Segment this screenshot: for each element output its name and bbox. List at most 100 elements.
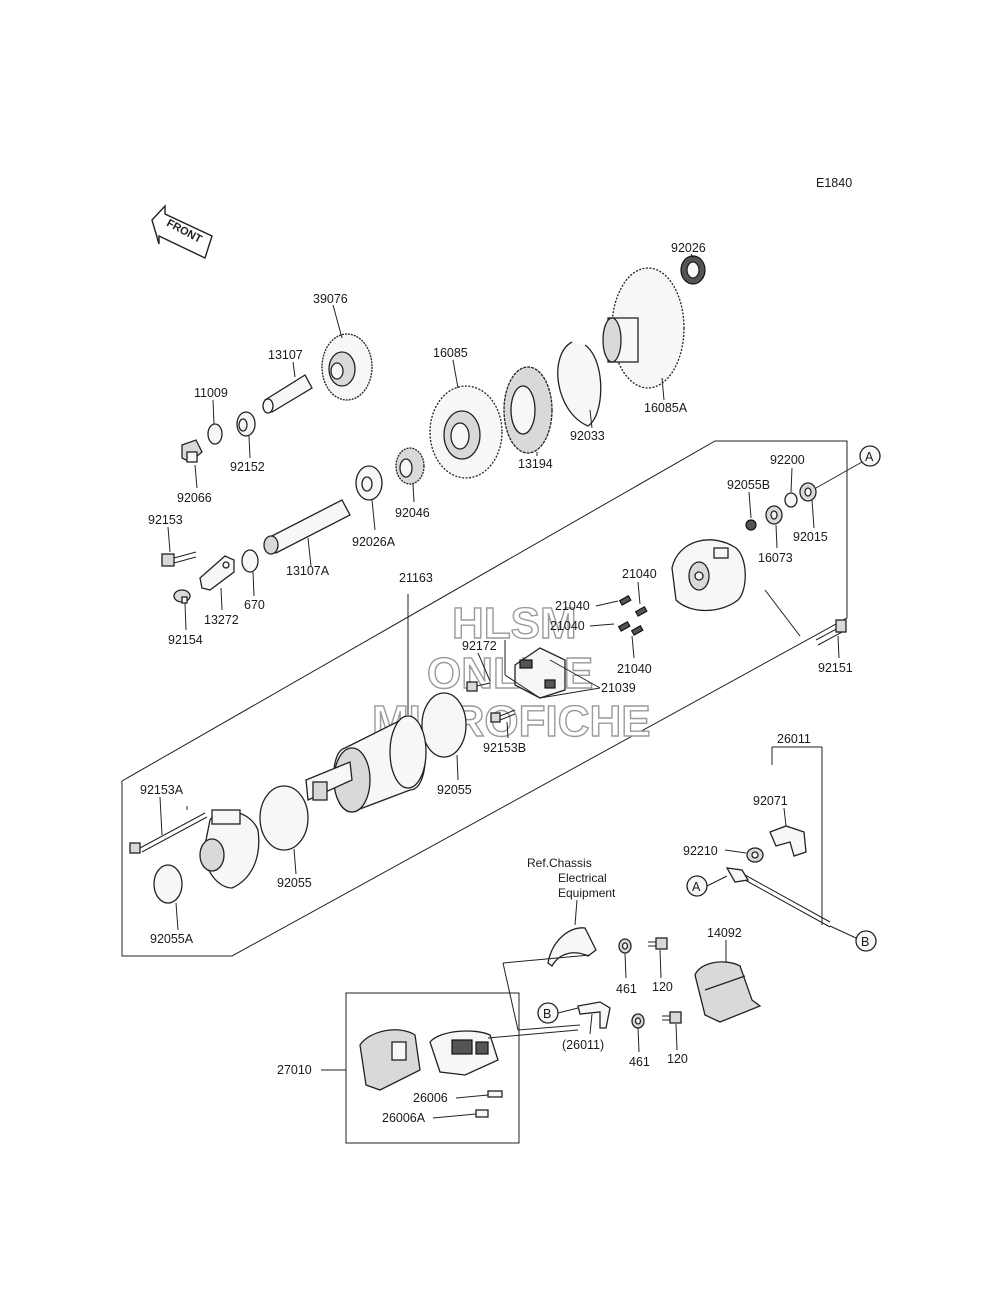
front-cover-icon bbox=[199, 809, 260, 889]
nut-92210-icon bbox=[746, 847, 764, 863]
label-13107: 13107 bbox=[268, 348, 303, 362]
screw-92154-icon bbox=[173, 589, 191, 604]
ref-note-line-1: Ref.Chassis bbox=[527, 856, 592, 870]
label-92153B: 92153B bbox=[483, 741, 526, 755]
oring-92055B-icon bbox=[745, 519, 757, 531]
terminal-lead-icon bbox=[547, 927, 597, 967]
shaft-13107-icon bbox=[262, 374, 313, 414]
callout-a-lower-label: A bbox=[692, 880, 701, 894]
label-26011-paren: (26011) bbox=[562, 1038, 604, 1052]
lead-26011-icon bbox=[577, 1001, 611, 1029]
washer-11009-icon bbox=[207, 423, 223, 445]
watermark-line-1: HLSM bbox=[452, 599, 577, 648]
callout-a-upper-label: A bbox=[865, 450, 874, 464]
label-92071: 92071 bbox=[753, 794, 788, 808]
ref-note-line-3: Equipment bbox=[558, 886, 616, 900]
label-39076: 39076 bbox=[313, 292, 348, 306]
collar-92152-icon bbox=[236, 411, 256, 437]
label-92154: 92154 bbox=[168, 633, 203, 647]
relay-cover-icon bbox=[359, 1029, 421, 1091]
callout-b-left-label: B bbox=[543, 1007, 551, 1021]
ref-note-line-2: Electrical bbox=[558, 871, 607, 885]
bolt-92153-icon bbox=[161, 551, 197, 567]
label-16085: 16085 bbox=[433, 346, 468, 360]
label-92055B: 92055B bbox=[727, 478, 770, 492]
label-92055A: 92055A bbox=[150, 932, 194, 946]
gear-16085-icon bbox=[429, 385, 503, 479]
plate-13272-icon bbox=[199, 555, 235, 591]
circlip-92033-icon bbox=[557, 341, 602, 427]
nut-92015-icon bbox=[799, 482, 817, 502]
washer-92200-icon bbox=[784, 492, 798, 508]
bearing-92046-icon bbox=[395, 447, 425, 485]
oring-670-icon bbox=[241, 549, 259, 573]
label-21040-top: 21040 bbox=[622, 567, 657, 581]
label-14092: 14092 bbox=[707, 926, 742, 940]
watermark-line-2: ONLINE bbox=[427, 649, 593, 698]
screw-92172-icon bbox=[466, 681, 491, 692]
nut-16073-icon bbox=[765, 505, 783, 525]
terminal-cover-14092-icon bbox=[694, 961, 762, 1023]
label-92026A: 92026A bbox=[352, 535, 396, 549]
oring-92055-lower-icon bbox=[259, 785, 309, 851]
plug-92066-icon bbox=[181, 439, 203, 463]
motor-yoke-icon bbox=[305, 715, 427, 813]
label-92066: 92066 bbox=[177, 491, 212, 505]
label-92055-lower: 92055 bbox=[277, 876, 312, 890]
fuse-26006A-icon bbox=[475, 1109, 489, 1118]
cable-26011-icon bbox=[725, 867, 831, 928]
label-26011: 26011 bbox=[777, 732, 811, 746]
label-92151: 92151 bbox=[818, 661, 853, 675]
label-92046: 92046 bbox=[395, 506, 430, 520]
washer-92026A-icon bbox=[355, 465, 383, 501]
washer-461-lower-icon bbox=[631, 1013, 645, 1029]
label-21039: 21039 bbox=[601, 681, 636, 695]
label-92026: 92026 bbox=[671, 241, 706, 255]
label-16073: 16073 bbox=[758, 551, 793, 565]
starter-assembly-outline bbox=[121, 440, 848, 957]
clutch-13194-icon bbox=[503, 366, 553, 454]
front-arrow-icon: FRONT bbox=[151, 204, 213, 259]
label-92015: 92015 bbox=[793, 530, 828, 544]
end-cover-icon bbox=[671, 539, 746, 612]
washer-461-upper-icon bbox=[618, 938, 632, 954]
brush-plate-21039-icon bbox=[514, 647, 566, 699]
cap-92071-icon bbox=[769, 825, 807, 857]
label-92153A: 92153A bbox=[140, 783, 184, 797]
label-11009: 11009 bbox=[194, 386, 228, 400]
label-21040-mid1: 21040 bbox=[555, 599, 590, 613]
bolt-92153B-icon bbox=[490, 709, 516, 723]
label-26006A: 26006A bbox=[382, 1111, 426, 1125]
label-92033: 92033 bbox=[570, 429, 605, 443]
shaft-13107A-icon bbox=[263, 499, 351, 555]
label-13107A: 13107A bbox=[286, 564, 330, 578]
label-92210: 92210 bbox=[683, 844, 718, 858]
brush-21040-icons bbox=[617, 594, 648, 636]
label-92153: 92153 bbox=[148, 513, 183, 527]
label-21040-mid2: 21040 bbox=[550, 619, 585, 633]
label-92055-upper: 92055 bbox=[437, 783, 472, 797]
label-13194: 13194 bbox=[518, 457, 553, 471]
label-92172: 92172 bbox=[462, 639, 497, 653]
callout-b-right-label: B bbox=[861, 935, 869, 949]
oring-92055-upper-icon bbox=[421, 692, 467, 758]
bolt-92153A-icon bbox=[129, 812, 208, 854]
oring-92055A-icon bbox=[153, 864, 183, 904]
label-26006: 26006 bbox=[413, 1091, 448, 1105]
label-21040-bottom: 21040 bbox=[617, 662, 652, 676]
callout-b-right bbox=[855, 930, 877, 952]
bolt-120-lower-icon bbox=[662, 1011, 682, 1024]
label-120-lower: 120 bbox=[667, 1052, 688, 1066]
label-92152: 92152 bbox=[230, 460, 265, 474]
callout-a-lower bbox=[686, 875, 708, 897]
bolt-92151-icon bbox=[815, 619, 847, 646]
diagram-code: E1840 bbox=[816, 176, 852, 190]
gear-39076-icon bbox=[321, 333, 373, 401]
fuse-26006-icon bbox=[487, 1090, 503, 1098]
label-92200: 92200 bbox=[770, 453, 805, 467]
label-21163: 21163 bbox=[399, 571, 433, 585]
starter-relay-icon bbox=[429, 1030, 499, 1076]
gear-16085A-icon bbox=[602, 267, 685, 389]
label-120-upper: 120 bbox=[652, 980, 673, 994]
